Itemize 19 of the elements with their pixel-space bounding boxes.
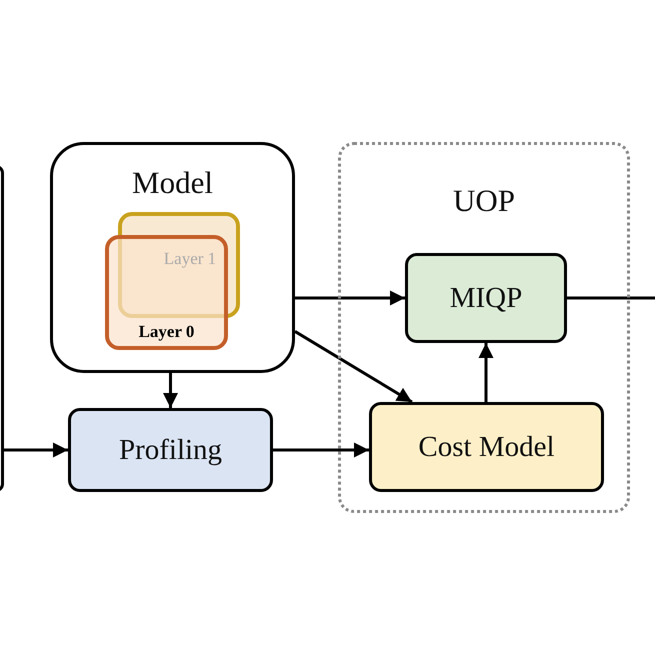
- node-label: Profiling: [118, 436, 222, 464]
- layer-card: [105, 235, 228, 350]
- arrow: [4, 442, 68, 458]
- node-label: Layer 0: [138, 323, 194, 340]
- model-box: [50, 142, 295, 373]
- group-frame: [338, 142, 630, 513]
- process-box: [405, 253, 567, 343]
- node-label: Cost Model: [418, 432, 555, 462]
- arrow: [294, 330, 413, 404]
- process-box: [68, 408, 273, 492]
- process-box: [369, 402, 604, 492]
- node-label: Model: [132, 167, 213, 198]
- node-label: UOP: [452, 185, 515, 216]
- arrow: [295, 290, 405, 306]
- node-label: Layer 1: [164, 250, 216, 267]
- node-label: MIQP: [450, 284, 522, 312]
- arrow: [163, 373, 178, 408]
- arrow: [478, 343, 494, 402]
- arrow: [273, 442, 369, 458]
